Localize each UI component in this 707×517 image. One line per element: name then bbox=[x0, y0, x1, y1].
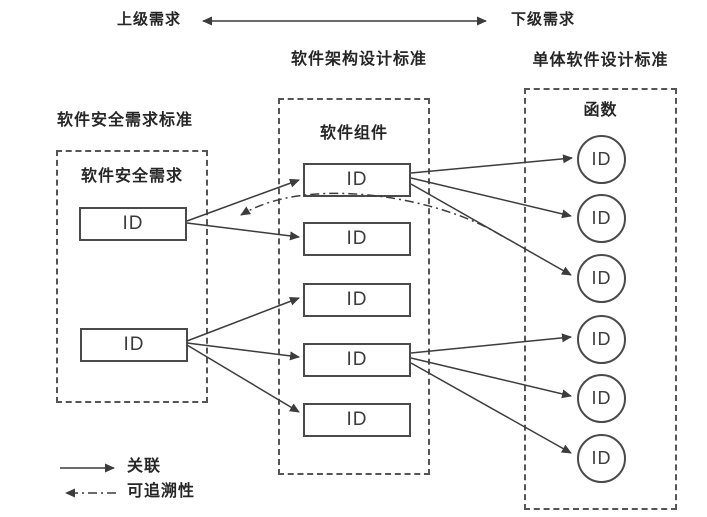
safety-req-id-box-2: ID bbox=[80, 328, 188, 362]
column-title-unit-design-standard: 单体软件设计标准 bbox=[532, 52, 669, 69]
lower-requirement-label: 下级需求 bbox=[511, 11, 576, 28]
safety-req-id-box-1: ID bbox=[79, 207, 187, 241]
component-id-box-1: ID bbox=[303, 163, 411, 197]
inner-title-function: 函数 bbox=[583, 102, 618, 119]
function-id-circle-4: ID bbox=[577, 315, 626, 364]
group-box-functions bbox=[524, 88, 677, 510]
function-id-circle-1: ID bbox=[577, 135, 626, 184]
component-id-box-5: ID bbox=[303, 403, 411, 437]
function-id-circle-5: ID bbox=[577, 374, 626, 423]
inner-title-software-component: 软件组件 bbox=[319, 125, 388, 142]
column-title-safety-requirements-standard: 软件安全需求标准 bbox=[56, 112, 193, 129]
column-title-architecture-design-standard: 软件架构设计标准 bbox=[290, 51, 427, 68]
legend-traceability-label: 可追溯性 bbox=[127, 483, 196, 500]
component-id-box-3: ID bbox=[303, 283, 411, 317]
function-id-circle-2: ID bbox=[577, 194, 626, 243]
function-id-circle-3: ID bbox=[577, 254, 626, 303]
function-id-circle-6: ID bbox=[577, 434, 626, 483]
component-id-box-4: ID bbox=[303, 343, 411, 377]
group-box-safety-requirements bbox=[56, 150, 208, 403]
inner-title-safety-requirement: 软件安全需求 bbox=[80, 168, 183, 185]
upper-requirement-label: 上级需求 bbox=[117, 11, 182, 28]
group-box-software-components bbox=[278, 98, 430, 475]
component-id-box-2: ID bbox=[303, 222, 411, 256]
legend-association-label: 关联 bbox=[127, 458, 162, 475]
